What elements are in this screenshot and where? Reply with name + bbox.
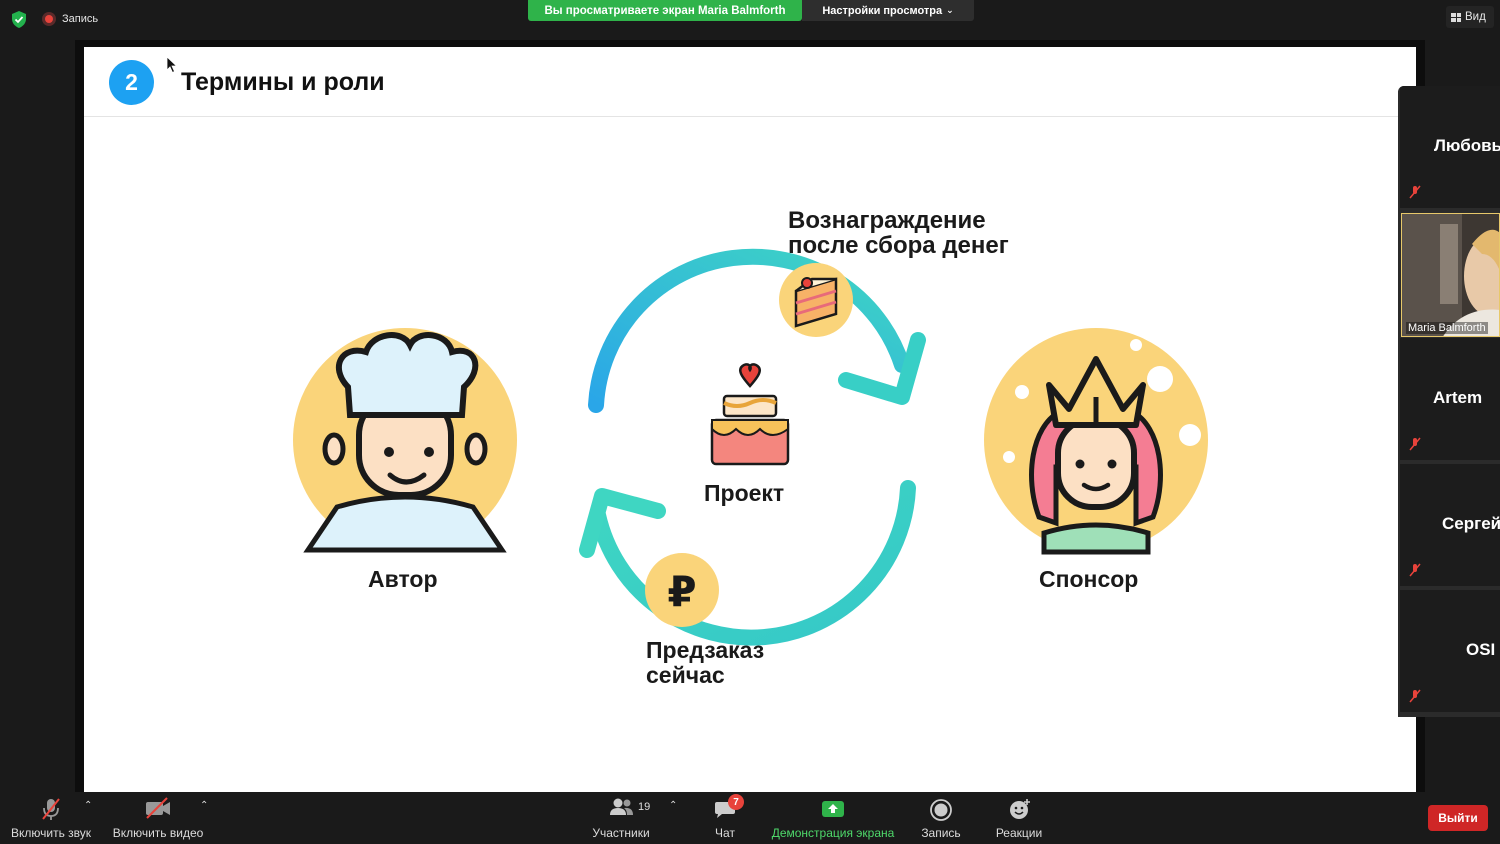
share-screen-button[interactable]: Демонстрация экрана xyxy=(766,792,900,844)
author-label: Автор xyxy=(368,566,438,592)
crowdfunding-diagram: ₽ xyxy=(293,248,1208,646)
view-settings-menu[interactable]: Настройки просмотра ⌄ xyxy=(802,0,974,21)
audio-options-caret-icon[interactable]: ⌃ xyxy=(84,800,93,811)
video-options-caret-icon[interactable]: ⌃ xyxy=(200,800,209,811)
presentation-slide: 2 Термины и роли xyxy=(84,47,1416,792)
view-button-label: Вид xyxy=(1465,11,1486,23)
participant-tile[interactable]: Любовь xyxy=(1400,86,1500,208)
leave-meeting-button[interactable]: Выйти xyxy=(1428,805,1488,831)
meeting-toolbar: Включить звук ⌃ Включить видео ⌃ Участни… xyxy=(0,792,1500,844)
author-chef-avatar xyxy=(293,328,517,553)
sponsor-queen-avatar xyxy=(984,328,1208,555)
top-cycle-arrow xyxy=(588,248,926,413)
start-video-label: Включить видео xyxy=(112,826,204,840)
participant-tile[interactable]: Сергей xyxy=(1400,464,1500,586)
participants-gallery: Любовь Artem Сергей OSI xyxy=(1398,86,1500,717)
slide-number-badge: 2 xyxy=(109,60,154,105)
participant-name: OSI xyxy=(1466,640,1496,659)
grid-view-icon xyxy=(1451,12,1461,22)
start-video-button[interactable]: Включить видео xyxy=(110,792,206,844)
video-tile-name: Maria Balmforth xyxy=(1406,322,1488,334)
record-label: Запись xyxy=(921,826,961,840)
muted-mic-icon xyxy=(1409,563,1421,577)
muted-mic-icon xyxy=(1409,437,1421,451)
chat-unread-badge: 7 xyxy=(728,794,744,810)
ruble-coin-icon: ₽ xyxy=(645,553,719,627)
record-icon xyxy=(930,799,952,821)
reward-label: Вознаграждение после сбора денег xyxy=(788,208,1009,258)
preorder-label: Предзаказ сейчас xyxy=(646,638,764,688)
unmute-button[interactable]: Включить звук xyxy=(8,792,94,844)
smiley-reaction-icon xyxy=(1010,799,1030,819)
unmute-label: Включить звук xyxy=(10,826,92,840)
participant-name: Artem xyxy=(1433,388,1483,407)
participants-options-caret-icon[interactable]: ⌃ xyxy=(669,800,678,811)
project-cake-icon xyxy=(710,363,790,466)
reactions-button[interactable]: Реакции xyxy=(990,792,1048,844)
viewing-screen-banner: Вы просматриваете экран Maria Balmforth xyxy=(528,0,802,21)
reactions-label: Реакции xyxy=(995,826,1043,840)
project-label: Проект xyxy=(704,480,785,506)
participants-count: 19 xyxy=(638,801,651,813)
participant-name: Любовь xyxy=(1434,136,1500,155)
slide-title: Термины и роли xyxy=(181,68,385,96)
participant-name: Сергей xyxy=(1442,514,1500,533)
muted-mic-icon xyxy=(1409,185,1421,199)
top-bar: Запись Вы просматриваете экран Maria Bal… xyxy=(0,0,1500,40)
slide-header: 2 Термины и роли xyxy=(84,47,1416,117)
participant-tile[interactable]: OSI xyxy=(1400,590,1500,712)
view-settings-label: Настройки просмотра xyxy=(822,4,943,17)
cake-slice-icon xyxy=(779,263,853,337)
participant-tile[interactable]: Artem xyxy=(1400,338,1500,460)
sponsor-label: Спонсор xyxy=(1039,566,1139,592)
muted-mic-icon xyxy=(42,798,60,820)
webcam-feed xyxy=(1402,214,1499,336)
participants-label: Участники xyxy=(592,826,650,840)
reward-label-line1: Вознаграждение xyxy=(788,207,986,234)
reward-label-line2: после сбора денег xyxy=(788,232,1009,259)
recording-label: Запись xyxy=(62,13,99,25)
view-button[interactable]: Вид xyxy=(1446,6,1494,28)
share-screen-icon xyxy=(822,801,844,817)
record-dot-icon xyxy=(42,12,56,26)
muted-mic-icon xyxy=(1409,689,1421,703)
chevron-down-icon: ⌄ xyxy=(946,5,954,15)
ruble-sign: ₽ xyxy=(667,567,696,616)
mouse-cursor-icon xyxy=(166,56,178,74)
security-shield-icon[interactable] xyxy=(11,11,27,28)
chat-label: Чат xyxy=(715,826,735,840)
recording-indicator[interactable]: Запись xyxy=(42,12,98,26)
bottom-cycle-arrow xyxy=(579,480,916,646)
preorder-label-line1: Предзаказ xyxy=(646,637,765,663)
record-button[interactable]: Запись xyxy=(914,792,968,844)
preorder-label-line2: сейчас xyxy=(646,662,725,688)
video-off-icon xyxy=(146,797,170,819)
share-screen-label: Демонстрация экрана xyxy=(771,826,895,840)
participants-icon xyxy=(610,798,633,815)
participants-button[interactable]: Участники xyxy=(588,792,654,844)
participant-video-tile[interactable]: Maria Balmforth xyxy=(1401,213,1500,337)
